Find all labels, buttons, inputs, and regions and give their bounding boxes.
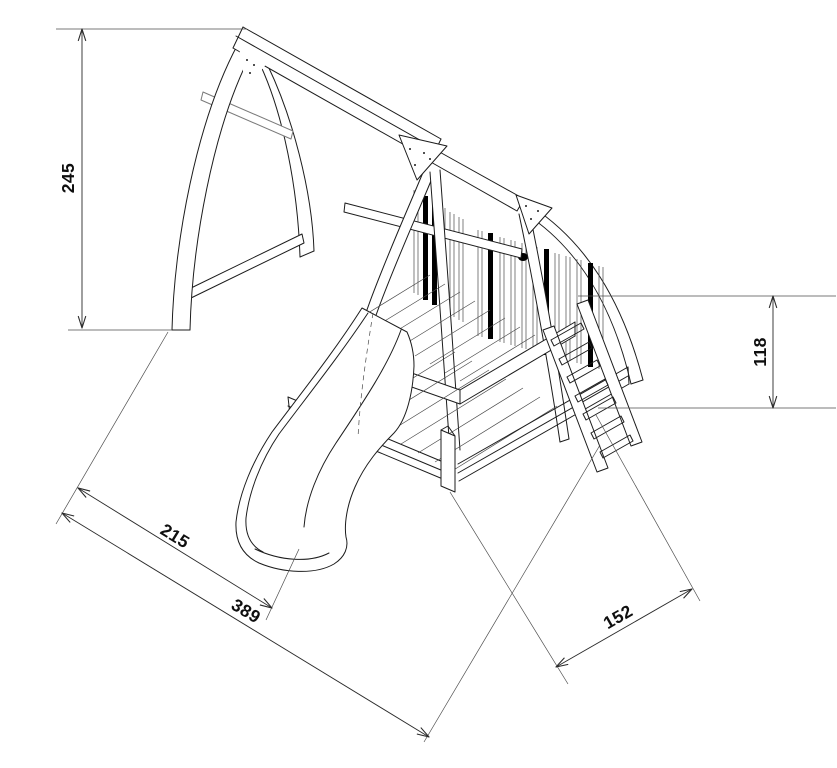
- base-corner-post: [440, 425, 456, 493]
- black-slat: [432, 201, 437, 305]
- swing-front-arch: [171, 43, 253, 331]
- swing-lower-crossbar: [188, 233, 305, 299]
- dimension-152: 152: [449, 414, 701, 685]
- black-slat: [488, 233, 493, 339]
- tower-right-post: [518, 209, 570, 443]
- base-right-rail: [457, 366, 630, 482]
- tower-left-apex-bracket: [398, 134, 448, 181]
- dimension-label-215: 215: [157, 519, 193, 552]
- slide: [235, 307, 415, 572]
- tower-right-apex-bracket: [515, 194, 553, 235]
- dimension-label-152: 152: [600, 601, 636, 633]
- swing-apex-bracket: [239, 47, 268, 89]
- platform-deck-slats: [354, 274, 536, 382]
- tower-gable-rails: [428, 149, 525, 212]
- dimension-label-245: 245: [58, 163, 78, 193]
- stair-treads: [550, 322, 634, 459]
- tower-front-post: [429, 169, 461, 453]
- swing-back-arch: [256, 57, 315, 258]
- dimension-label-118: 118: [750, 337, 770, 366]
- swing-frame: [171, 43, 315, 331]
- top-beam: [232, 26, 442, 161]
- black-slat: [423, 196, 428, 300]
- stairs: [542, 299, 643, 473]
- dimension-245: 245: [56, 29, 247, 331]
- dimension-118: 118: [578, 296, 836, 408]
- stair-right-stringer: [576, 299, 643, 447]
